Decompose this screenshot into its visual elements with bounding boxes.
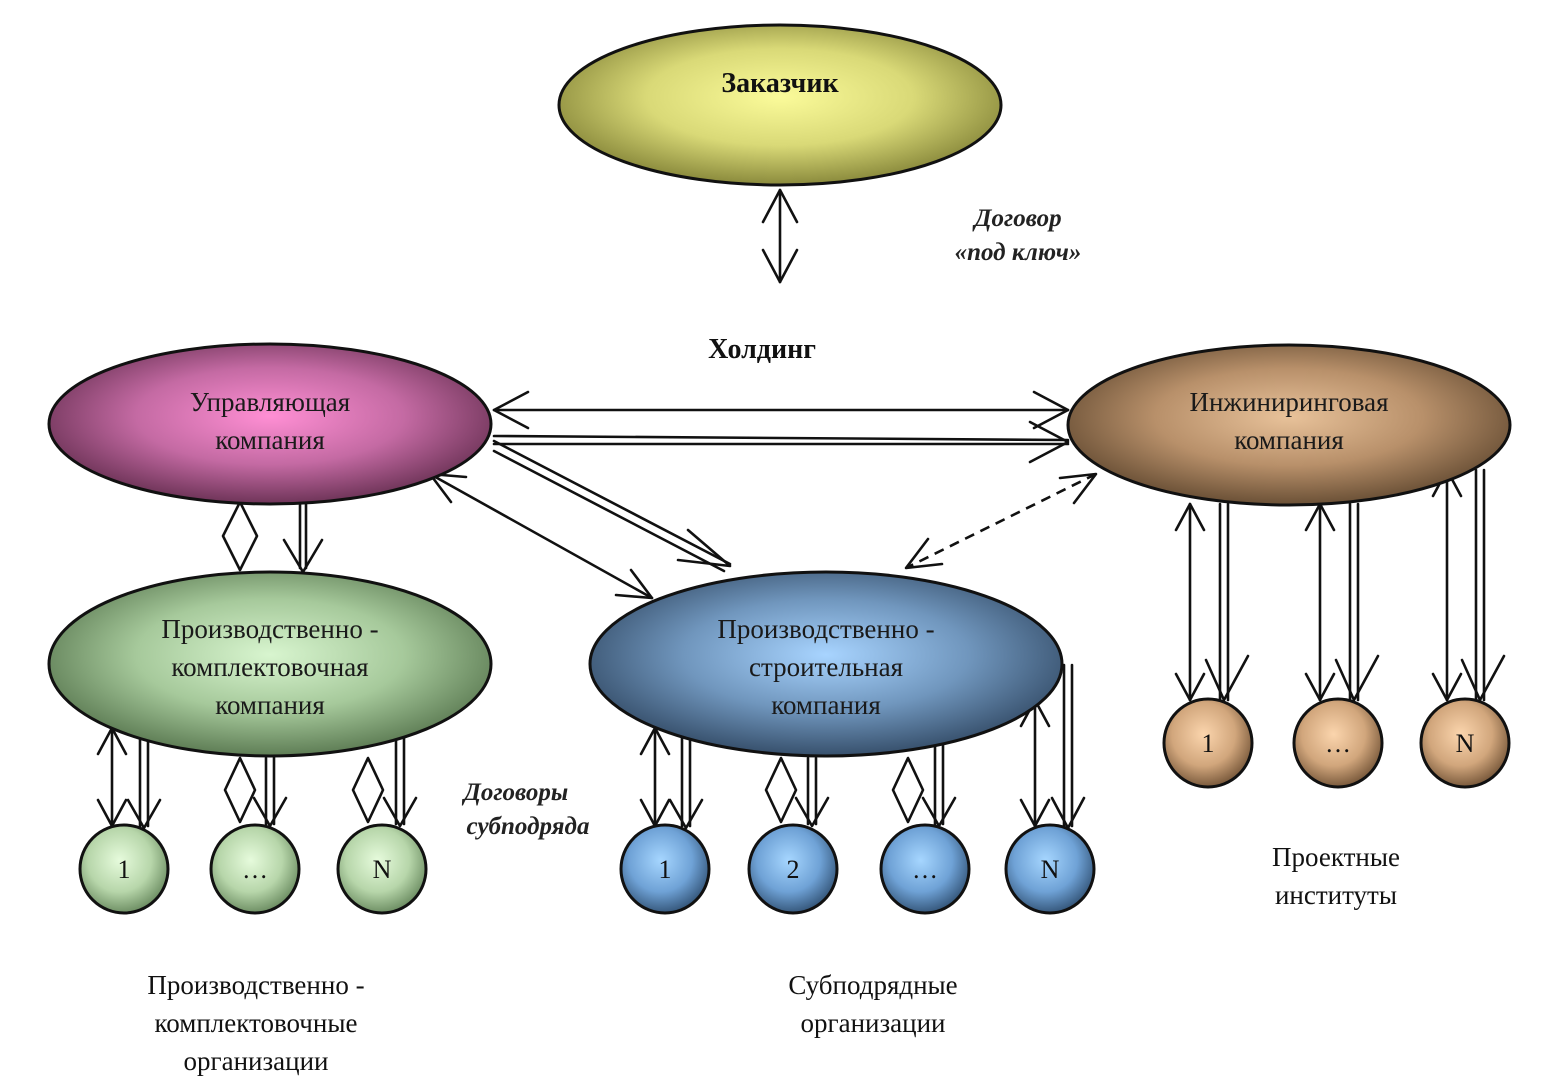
supply-org-circle: N	[336, 823, 428, 915]
design-institute-circle: N	[1419, 697, 1511, 789]
subcontractor-circle-label: N	[1041, 855, 1060, 884]
design-institute-circle-label: …	[1325, 729, 1351, 758]
management-to-construction-arrow	[492, 439, 732, 573]
engineering-label-line1: Инжиниринговая	[1189, 387, 1388, 417]
supply-orgs-label-line1: Производственно -	[147, 970, 364, 1000]
production-construction-label-line1: Производственно -	[717, 614, 934, 644]
turnkey-note-line2: «под ключ»	[955, 239, 1082, 266]
connectors	[96, 188, 1506, 830]
production-supply-label-line1: Производственно -	[161, 614, 378, 644]
customer-node: Заказчик	[557, 23, 1003, 187]
subcontract-note-line2: субподряда	[467, 813, 590, 840]
subcontractors-label-line1: Субподрядные	[788, 970, 957, 1000]
management-node: Управляющая компания	[47, 342, 493, 506]
subcontractors-group: 1 2 … N Субподрядные организации	[619, 823, 1096, 1038]
subcontractor-circle-label: 1	[659, 855, 672, 884]
supply-org-circle: 1	[78, 823, 170, 915]
design-institutes-label-line2: институты	[1275, 880, 1397, 910]
production-construction-node: Производственно - строительная компания	[588, 570, 1064, 758]
engineering-label-line2: компания	[1234, 425, 1344, 455]
holding-label: Холдинг	[708, 334, 816, 365]
management-engineering-arrow	[492, 390, 1070, 430]
design-institutes-group: 1 … N Проектные институты	[1162, 697, 1511, 910]
supply-org-circle-label: N	[373, 855, 392, 884]
production-supply-node: Производственно - комплектовочная компан…	[47, 570, 493, 758]
subcontractor-circle-label: …	[912, 855, 938, 884]
subcontractor-circle: N	[1004, 823, 1096, 915]
supply-org-circle-label: …	[242, 855, 268, 884]
subcontractor-circle: …	[879, 823, 971, 915]
supply-org-circle-label: 1	[118, 855, 131, 884]
subcontract-note-line1: Договоры	[462, 779, 569, 806]
engineering-node: Инжиниринговая компания	[1066, 343, 1512, 507]
design-institute-circle-label: N	[1456, 729, 1475, 758]
design-institute-circle: …	[1292, 697, 1384, 789]
supply-org-circle: …	[209, 823, 301, 915]
management-label-line1: Управляющая	[190, 387, 350, 417]
customer-label: Заказчик	[721, 68, 839, 99]
turnkey-note-line1: Договор	[972, 205, 1061, 232]
production-construction-label-line2: строительная	[749, 652, 903, 682]
subcontractor-circle-label: 2	[787, 855, 800, 884]
engineering-circle-arrows	[1174, 468, 1506, 702]
design-institute-circle-label: 1	[1202, 729, 1215, 758]
design-institutes-label-line1: Проектные	[1272, 842, 1400, 872]
construction-circle-arrows	[639, 663, 1086, 830]
management-supply-arrows	[221, 500, 324, 574]
subcontractors-label-line2: организации	[801, 1008, 946, 1038]
production-supply-label-line3: компания	[215, 690, 325, 720]
production-supply-label-line2: комплектовочная	[171, 652, 368, 682]
design-institute-circle: 1	[1162, 697, 1254, 789]
supply-orgs-label-line3: организации	[184, 1046, 329, 1076]
supply-orgs-label-line2: комплектовочные	[155, 1008, 358, 1038]
turnkey-double-arrow	[761, 188, 799, 284]
subcontractor-circle: 1	[619, 823, 711, 915]
management-to-engineering-arrow	[492, 420, 1070, 464]
subcontractor-circle: 2	[747, 823, 839, 915]
engineering-construction-dashed-arrow	[904, 472, 1098, 570]
supply-orgs-group: 1 … N Производственно - комплектовочные …	[78, 823, 428, 1076]
management-construction-double-arrow	[428, 472, 654, 600]
management-label-line2: компания	[215, 425, 325, 455]
production-construction-label-line3: компания	[771, 690, 881, 720]
